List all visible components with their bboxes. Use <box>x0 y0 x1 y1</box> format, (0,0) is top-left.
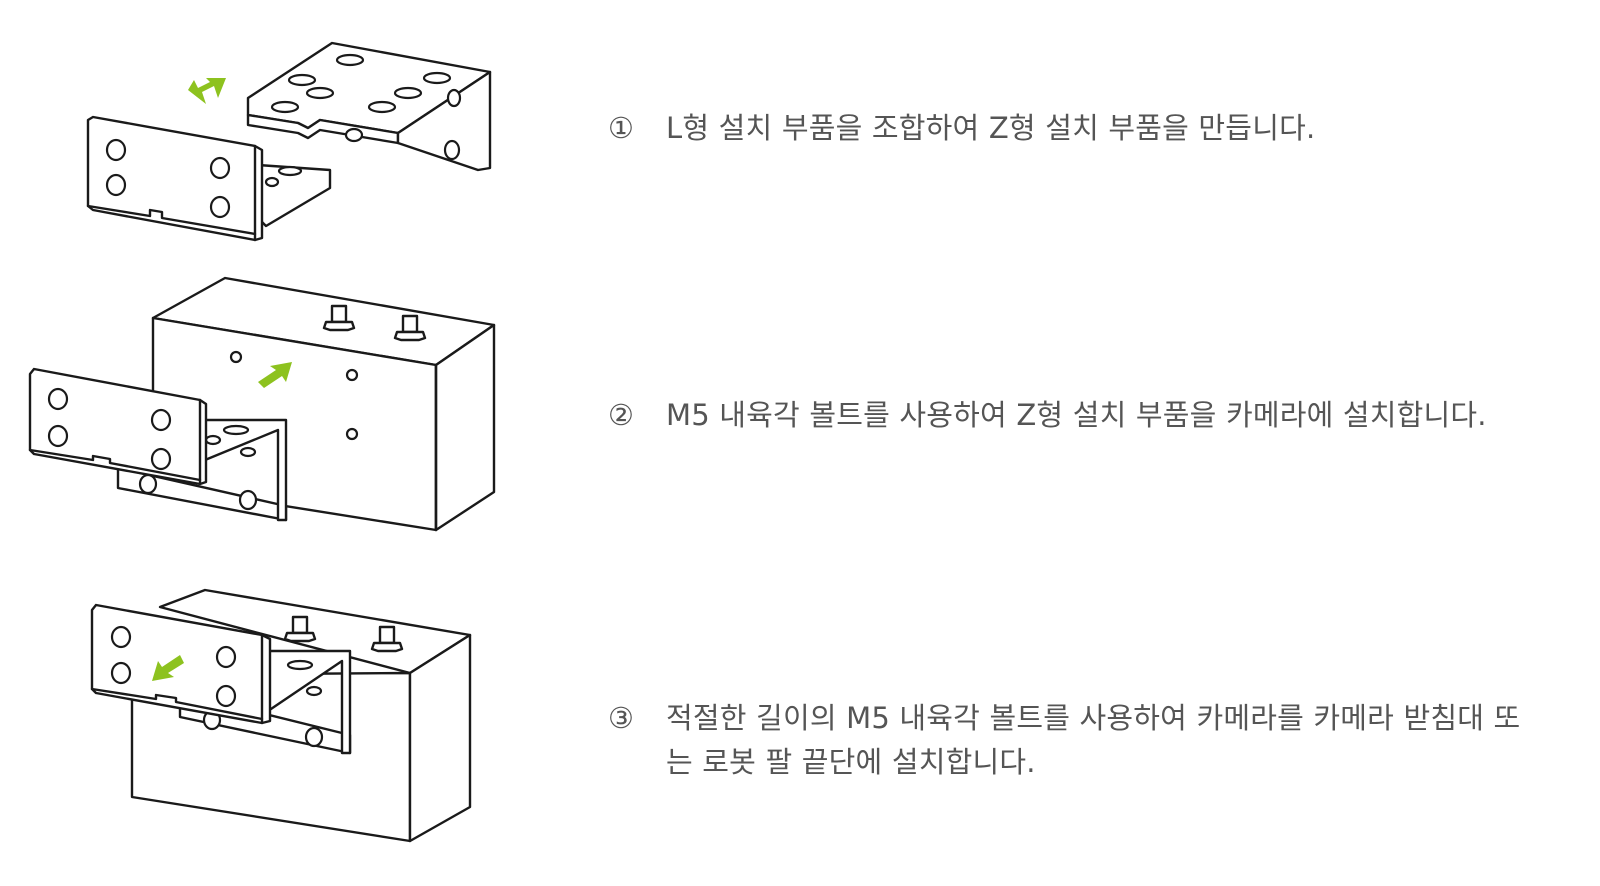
step-2: ② M5 내육각 볼트를 사용하여 Z형 설치 부품을 카메라에 설치합니다. <box>608 393 1487 437</box>
l-bracket-front <box>86 115 332 242</box>
step-number: ③ <box>608 701 635 735</box>
step-1: ① L형 설치 부품을 조합하여 Z형 설치 부품을 만듭니다. <box>608 106 1315 150</box>
bolt-icon <box>283 615 317 643</box>
step-number: ① <box>608 111 635 145</box>
step-text: L형 설치 부품을 조합하여 Z형 설치 부품을 만듭니다. <box>666 111 1316 145</box>
step-text: M5 내육각 볼트를 사용하여 Z형 설치 부품을 카메라에 설치합니다. <box>666 398 1487 432</box>
step-text: 적절한 길이의 M5 내육각 볼트를 사용하여 카메라를 카메라 받침대 또는 … <box>666 701 1521 779</box>
arrow-out-icon <box>152 655 184 681</box>
bracket-to-camera-illustration <box>0 270 540 550</box>
bolt-icon <box>322 304 356 332</box>
arrow-in-icon <box>258 362 292 388</box>
z-bracket <box>28 367 288 522</box>
step-number: ② <box>608 398 635 432</box>
step-3: ③ 적절한 길이의 M5 내육각 볼트를 사용하여 카메라를 카메라 받침대 또는… <box>608 696 1546 784</box>
camera-body <box>151 276 496 532</box>
double-arrow-icon <box>188 78 226 104</box>
l-bracket-back <box>246 41 492 172</box>
z-bracket-assembly-illustration <box>0 20 540 250</box>
bolt-icon <box>393 314 427 342</box>
bolt-icon <box>370 625 404 653</box>
camera-to-mount-illustration <box>0 585 540 885</box>
